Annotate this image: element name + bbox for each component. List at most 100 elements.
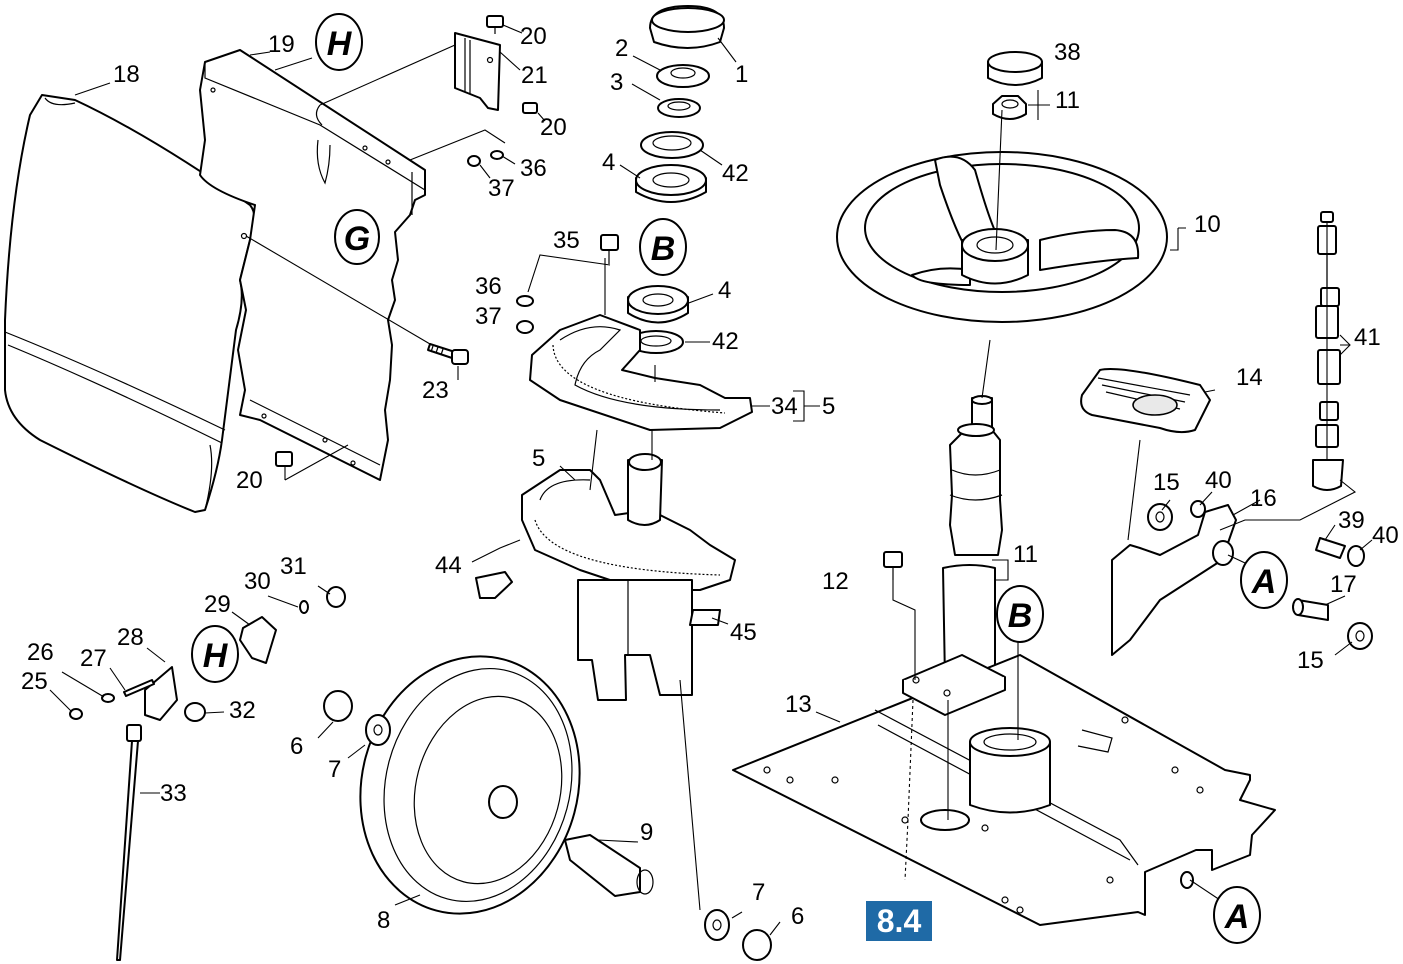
bracket-part-44[interactable] (475, 571, 513, 599)
callout-16: 16 (1250, 485, 1277, 512)
nut-part-6-left[interactable] (323, 690, 353, 722)
marker-g: G (334, 209, 380, 265)
column-mount-flange[interactable] (902, 654, 1006, 716)
callout-20b: 20 (540, 114, 567, 141)
washer-part-15-bottom[interactable] (1347, 622, 1373, 650)
bracket-part-45[interactable] (689, 609, 721, 626)
svg-text:B: B (1008, 597, 1033, 635)
pedal-arm-part-16[interactable] (1111, 504, 1237, 656)
svg-text:H: H (203, 637, 229, 675)
reference-badge-8-4[interactable]: 8.4 (866, 901, 932, 941)
gear-plate-part-5[interactable] (521, 453, 736, 591)
callout-4a: 4 (602, 149, 615, 176)
ring-part-30[interactable] (299, 600, 309, 614)
cap-part-38[interactable] (987, 51, 1043, 86)
bracket-part-21[interactable] (454, 32, 501, 111)
callout-15b: 15 (1297, 647, 1324, 674)
callout-28: 28 (117, 624, 144, 651)
nut-part-11-top[interactable] (992, 95, 1027, 120)
callout-20c: 20 (236, 467, 263, 494)
washer-part-36-mid[interactable] (516, 295, 534, 307)
nut-part-6-right[interactable] (742, 929, 772, 961)
callout-7a: 7 (328, 756, 341, 783)
callout-8: 8 (377, 907, 390, 934)
steering-shaft[interactable] (949, 395, 1003, 556)
callout-2: 2 (615, 35, 628, 62)
callout-42b: 42 (712, 328, 739, 355)
callout-6a: 6 (290, 733, 303, 760)
washer-part-3[interactable] (657, 98, 701, 118)
steering-wheel-part-10[interactable] (836, 151, 1168, 323)
pin-part-17[interactable] (1292, 598, 1329, 621)
nut-part-2[interactable] (656, 64, 710, 88)
marker-a-right: A (1240, 551, 1288, 609)
callout-37a: 37 (488, 175, 515, 202)
callout-44: 44 (435, 552, 462, 579)
bearing-part-4-mid[interactable] (627, 285, 689, 324)
callout-18: 18 (113, 61, 140, 88)
nut-part-32[interactable] (184, 702, 206, 722)
callout-38: 38 (1054, 39, 1081, 66)
pin-part-27[interactable] (123, 679, 155, 697)
callout-3: 3 (610, 69, 623, 96)
washer-part-15-top[interactable] (1147, 503, 1173, 531)
washer-part-36-top[interactable] (490, 150, 504, 160)
nut-part-25[interactable] (69, 708, 83, 720)
back-panel-part-19[interactable] (199, 49, 426, 481)
washer-part-7-right[interactable] (704, 909, 730, 941)
callout-15a: 15 (1153, 469, 1180, 496)
screw-part-23[interactable] (427, 343, 469, 365)
screw-part-35[interactable] (600, 234, 619, 264)
callout-5b: 5 (532, 445, 545, 472)
ring-part-42-top[interactable] (640, 131, 704, 159)
svg-text:A: A (1251, 563, 1277, 601)
callout-31: 31 (280, 553, 307, 580)
screw-part-20-mid[interactable] (522, 102, 538, 114)
callout-labels: 1 2 3 4 4 5 5 6 6 7 7 8 9 10 11 11 12 13… (21, 23, 1399, 934)
marker-b-top: B (639, 218, 687, 276)
washer-part-26[interactable] (101, 693, 115, 703)
screw-part-20-low[interactable] (275, 451, 293, 467)
screw-part-20-top[interactable] (486, 15, 504, 34)
callout-27: 27 (80, 645, 107, 672)
pedal-part-14[interactable] (1080, 368, 1211, 434)
svg-text:G: G (344, 220, 370, 258)
callout-1: 1 (735, 61, 748, 88)
callout-32: 32 (229, 697, 256, 724)
bracket-part-28[interactable] (144, 666, 178, 721)
cap-part-1[interactable] (649, 5, 725, 49)
caster-fork[interactable] (577, 579, 693, 701)
callout-30: 30 (244, 568, 271, 595)
svg-text:A: A (1224, 898, 1250, 936)
callout-9: 9 (640, 819, 653, 846)
svg-text:B: B (651, 230, 676, 268)
washer-part-40-right[interactable] (1347, 545, 1365, 567)
callout-25: 25 (21, 668, 48, 695)
nut-part-37-top[interactable] (467, 155, 481, 167)
callout-34: 34 (771, 393, 798, 420)
callout-14: 14 (1236, 364, 1263, 391)
wheel-part-8[interactable] (332, 631, 608, 938)
washer-part-7-left[interactable] (365, 714, 391, 746)
linkage-part-41[interactable] (1312, 211, 1344, 491)
column-boss[interactable] (969, 727, 1051, 814)
bearing-part-4-top[interactable] (635, 164, 707, 203)
axle-part-9[interactable] (564, 834, 654, 897)
washer-part-40-left[interactable] (1190, 500, 1206, 518)
front-cover-part-18[interactable] (4, 94, 256, 513)
callout-7b: 7 (752, 879, 765, 906)
marker-h-mid: H (191, 625, 239, 683)
callout-40a: 40 (1205, 467, 1232, 494)
callout-39: 39 (1338, 507, 1365, 534)
screw-part-12[interactable] (883, 551, 903, 580)
cap-part-31[interactable] (326, 586, 346, 608)
roller-part-29[interactable] (239, 616, 277, 664)
ring-part-42-mid[interactable] (628, 330, 684, 354)
nut-part-37-mid[interactable] (516, 320, 534, 334)
callout-4b: 4 (718, 277, 731, 304)
pin-part-39[interactable] (1315, 537, 1346, 559)
rod-part-33[interactable] (116, 724, 142, 961)
callout-5a: 5 (822, 393, 835, 420)
gear-sector-part-34[interactable] (529, 314, 753, 431)
